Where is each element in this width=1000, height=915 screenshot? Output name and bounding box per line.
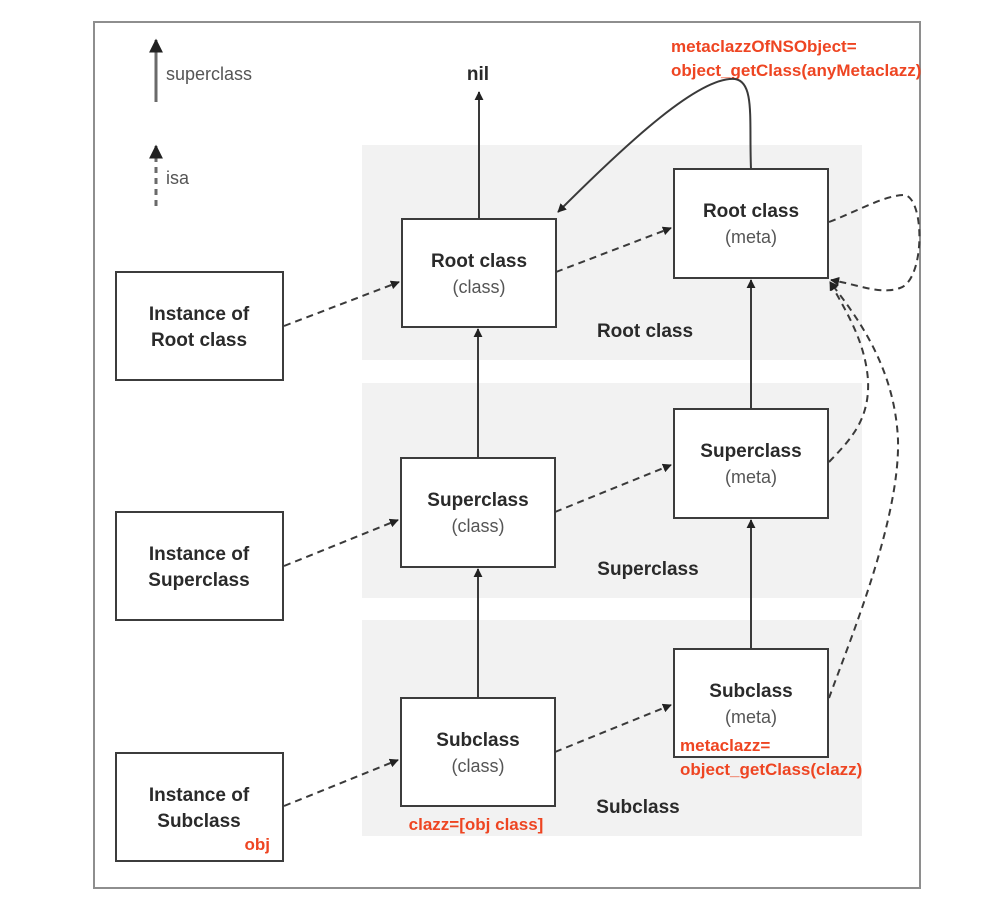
superclass-meta-box: Superclass (meta): [673, 408, 829, 519]
instance-subclass-box: Instance of Subclass obj: [115, 752, 284, 862]
subclass-meta-kind: (meta): [725, 707, 777, 727]
isa-rootclass-to-rootmeta: [555, 226, 672, 273]
annotation-metaclazz-of-nsobject-line2: object_getClass(anyMetaclazz): [671, 61, 921, 80]
legend-superclass-label: superclass: [166, 64, 252, 84]
subclass-class-kind: (class): [452, 756, 505, 776]
superclass-class-title: Superclass: [427, 490, 528, 511]
instance-sub-line1: Instance of: [149, 785, 250, 806]
isa-rootmeta-to-itself: [828, 193, 921, 292]
instance-super-line1: Instance of: [149, 544, 250, 565]
superclass-meta-kind: (meta): [725, 467, 777, 487]
root-meta-title: Root class: [703, 201, 799, 222]
instance-sub-line2: Subclass: [157, 811, 240, 832]
isa-superclass-to-supermeta: [554, 463, 672, 513]
subclass-metaclazz-note-line2: object_getClass(clazz): [680, 760, 862, 779]
instance-root-line1: Instance of: [149, 304, 250, 325]
root-meta-kind: (meta): [725, 227, 777, 247]
isa-submeta-to-rootmeta: [828, 281, 900, 699]
isa-supermeta-to-rootmeta: [828, 281, 870, 463]
superclass-class-box: Superclass (class): [400, 457, 556, 568]
legend-isa-label: isa: [166, 168, 190, 188]
root-class-class-box: Root class (class): [401, 218, 557, 328]
superclass-class-kind: (class): [452, 516, 505, 536]
subclass-clazz-note: clazz=[obj class]: [409, 815, 544, 834]
instance-super-line2: Superclass: [148, 570, 249, 591]
subclass-metaclazz-note-line1: metaclazz=: [680, 736, 770, 755]
subclass-meta-box: Subclass (meta) metaclazz= object_getCla…: [673, 648, 862, 779]
root-class-title: Root class: [431, 251, 527, 272]
subclass-class-title: Subclass: [436, 730, 519, 751]
root-class-meta-box: Root class (meta): [673, 168, 829, 279]
subclass-class-box: Subclass (class) clazz=[obj class]: [400, 697, 556, 834]
arrow-rootmeta-to-rootclass: [557, 77, 752, 213]
band-label-subclass: Subclass: [596, 797, 679, 818]
instance-root-class-box: Instance of Root class: [115, 271, 284, 381]
band-label-root-class: Root class: [597, 321, 693, 342]
instance-sub-obj-note: obj: [245, 835, 271, 854]
isa-instance-root-to-rootclass: [283, 280, 400, 327]
isa-instance-super-to-superclass: [283, 518, 399, 567]
instance-superclass-box: Instance of Superclass: [115, 511, 284, 621]
band-label-superclass: Superclass: [597, 559, 698, 580]
legend: superclass isa: [149, 38, 252, 206]
nil-label: nil: [467, 64, 489, 85]
root-class-kind: (class): [453, 277, 506, 297]
annotation-metaclazz-of-nsobject-line1: metaclazzOfNSObject=: [671, 37, 857, 56]
superclass-meta-title: Superclass: [700, 441, 801, 462]
instance-root-line2: Root class: [151, 330, 247, 351]
subclass-meta-title: Subclass: [709, 681, 792, 702]
isa-instance-sub-to-subclass: [283, 758, 399, 807]
isa-subclass-to-submeta: [554, 703, 672, 753]
